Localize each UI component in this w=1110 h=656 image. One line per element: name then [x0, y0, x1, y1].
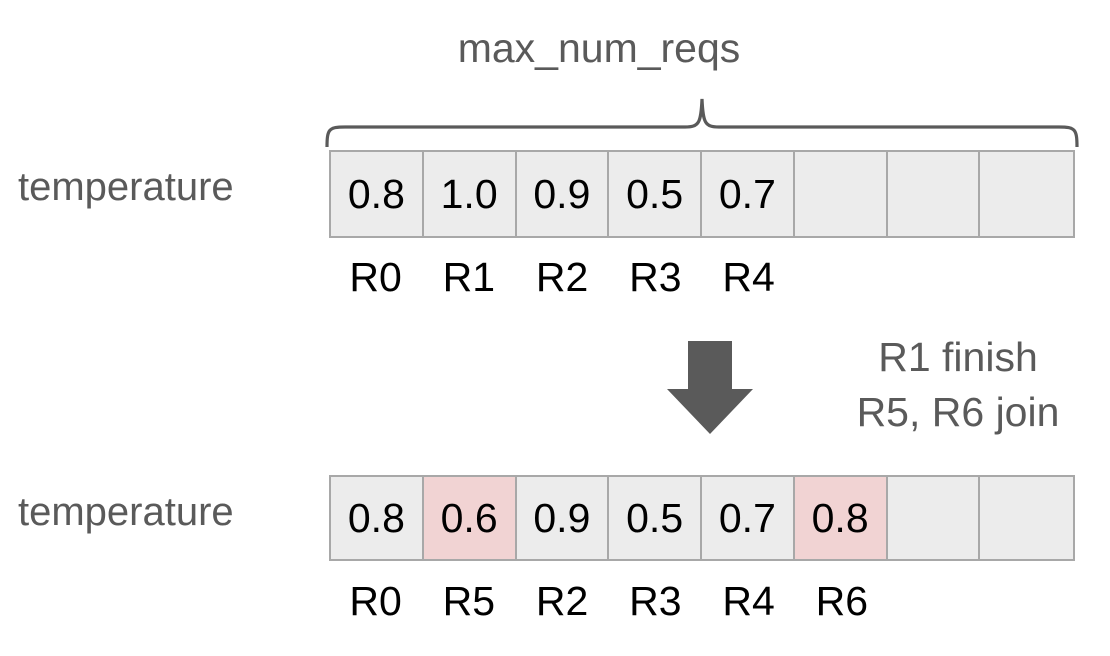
- cell-2[interactable]: 0.9: [516, 477, 610, 559]
- curly-brace-icon: [325, 95, 1079, 147]
- max-num-reqs-label: max_num_reqs: [0, 28, 1110, 69]
- cell-1[interactable]: 1.0: [423, 152, 517, 236]
- cell-3[interactable]: 0.5: [609, 477, 702, 559]
- cell-4[interactable]: 0.7: [702, 152, 795, 236]
- transition-note: R1 finish R5, R6 join: [810, 330, 1106, 440]
- temperature-row-bottom: 0.8 0.6 0.9 0.5 0.7 0.8: [329, 475, 1075, 561]
- request-index-4: R4: [722, 578, 775, 624]
- request-index-3: R3: [629, 254, 682, 300]
- cell-0[interactable]: 0.8: [331, 477, 424, 559]
- transition-note-line-2: R5, R6 join: [856, 389, 1060, 435]
- transition-note-line-1: R1 finish: [878, 334, 1038, 380]
- request-index-5: R6: [815, 578, 869, 624]
- request-index-1: R5: [442, 578, 496, 624]
- cell-5[interactable]: [794, 152, 888, 236]
- cell-7[interactable]: [980, 152, 1073, 236]
- request-index-row-top: R0 R1 R2 R3 R4: [329, 257, 1075, 298]
- cell-1[interactable]: 0.6: [423, 477, 517, 559]
- cell-5[interactable]: 0.8: [794, 477, 888, 559]
- request-index-0: R0: [349, 578, 402, 624]
- cell-0[interactable]: 0.8: [331, 152, 424, 236]
- cell-7[interactable]: [980, 477, 1073, 559]
- row-label-temperature-bottom: temperature: [18, 490, 234, 534]
- cell-6[interactable]: [887, 152, 981, 236]
- cell-3[interactable]: 0.5: [609, 152, 702, 236]
- max-num-reqs-text: max_num_reqs: [457, 25, 741, 71]
- request-index-2: R2: [535, 578, 589, 624]
- request-index-7: [982, 581, 1075, 622]
- request-index-3: R3: [629, 578, 682, 624]
- request-index-6: [889, 257, 982, 298]
- cell-4[interactable]: 0.7: [702, 477, 795, 559]
- row-label-temperature-top: temperature: [18, 165, 234, 209]
- request-index-0: R0: [349, 254, 402, 300]
- request-index-5: [795, 257, 888, 298]
- temperature-row-top: 0.8 1.0 0.9 0.5 0.7: [329, 150, 1075, 238]
- down-arrow-icon: [665, 341, 755, 436]
- request-index-4: R4: [722, 254, 775, 300]
- request-index-2: R2: [535, 254, 589, 300]
- request-index-row-bottom: R0 R5 R2 R3 R4 R6: [329, 581, 1075, 622]
- cell-2[interactable]: 0.9: [516, 152, 610, 236]
- cell-6[interactable]: [887, 477, 981, 559]
- request-index-1: R1: [442, 254, 496, 300]
- request-index-6: [889, 581, 982, 622]
- request-index-7: [982, 257, 1075, 298]
